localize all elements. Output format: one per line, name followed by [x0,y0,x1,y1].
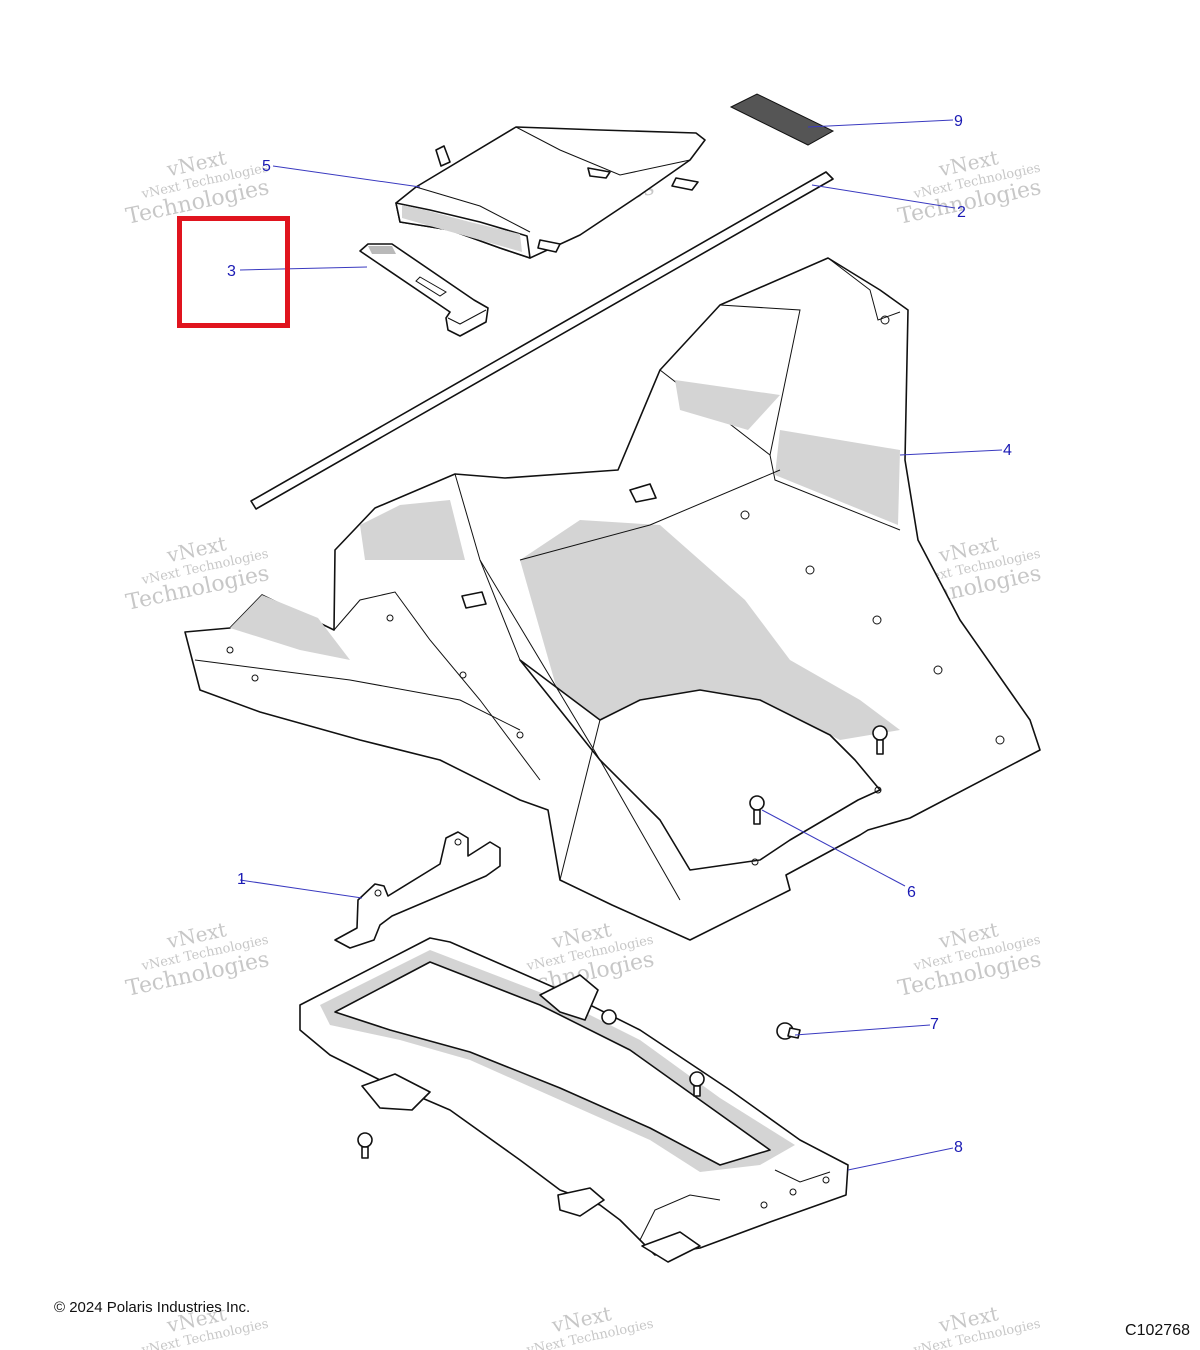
part-5-cover[interactable] [395,126,706,259]
callout-3[interactable]: 3 [227,263,236,280]
part-6-rivet[interactable] [872,725,888,755]
callout-5[interactable]: 5 [262,158,271,175]
callout-9[interactable]: 9 [954,113,963,130]
leader-6 [761,809,906,887]
part-2-rod[interactable] [250,171,834,510]
diagram-id: C102768 [1125,1322,1190,1339]
part-9-decal[interactable] [729,93,835,146]
watermark: vNext vNext Technologies Technologies [124,917,272,1001]
callout-8[interactable]: 8 [954,1139,963,1156]
leader-lines [239,119,1003,1171]
part-8-tray[interactable] [299,937,849,1263]
leader-5 [272,165,421,188]
callout-6[interactable]: 6 [907,884,916,901]
part-3-latch[interactable] [359,243,489,337]
callout-7[interactable]: 7 [930,1016,939,1033]
callout-2[interactable]: 2 [957,204,966,221]
watermark: vNext vNext Technologies Technologies [124,145,272,229]
watermark: vNext vNext Technologies Technologies [896,145,1044,229]
leader-1 [239,879,363,899]
leader-9 [807,119,954,128]
watermark: vNext vNext Technologies Technologies [124,531,272,615]
part-7-rivet[interactable] [357,1132,373,1159]
leader-7 [794,1024,931,1036]
part-7-rivet[interactable] [776,1022,801,1040]
copyright-text: © 2024 Polaris Industries Inc. [54,1299,251,1316]
callout-4[interactable]: 4 [1003,442,1012,459]
leader-2 [811,184,956,209]
watermark: vNext vNext Technologies Technologies [896,917,1044,1001]
leader-8 [847,1147,954,1171]
part-4-tub[interactable] [184,257,1041,941]
part-6-rivet[interactable] [749,795,765,825]
part-7-rivet[interactable] [601,1009,617,1025]
callout-1[interactable]: 1 [237,871,246,888]
part-7-rivet[interactable] [689,1071,705,1097]
callouts: 1 2 3 4 5 6 7 8 9 [227,113,1012,1156]
part-1-bracket[interactable] [334,831,501,949]
watermark: vNext vNext Technologies [524,1301,654,1350]
watermark: vNext vNext Technologies [911,1301,1041,1350]
leader-3 [239,266,368,271]
highlight-box-callout-3 [177,216,290,328]
leader-4 [899,449,1003,456]
